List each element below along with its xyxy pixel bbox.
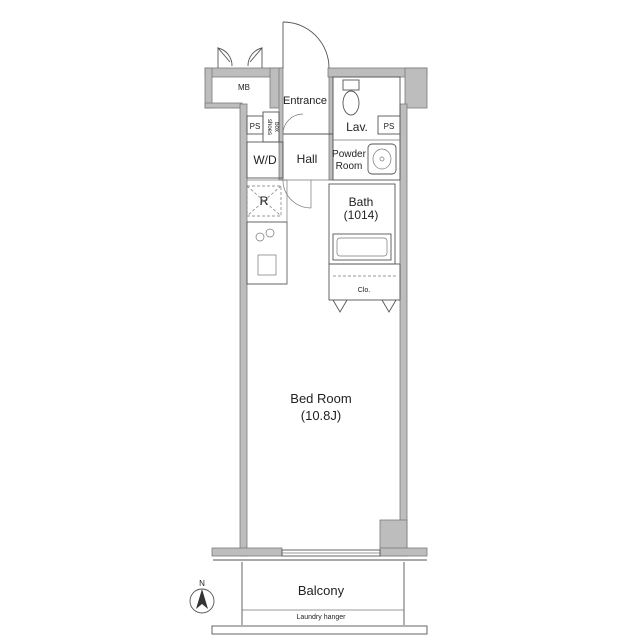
- window-and-balcony: [211, 549, 428, 635]
- north-arrow-icon: N: [189, 579, 215, 614]
- label-bedroom: Bed Room: [290, 391, 351, 406]
- label-wd: W/D: [253, 153, 277, 167]
- label-closet: Clo.: [358, 287, 371, 294]
- label-laundry-hanger: Laundry hanger: [296, 614, 346, 621]
- label-ps-left: PS: [250, 122, 261, 131]
- label-bedroom-size: (10.8J): [301, 408, 341, 423]
- label-hall: Hall: [297, 152, 318, 166]
- label-powder-room-2: Room: [336, 161, 363, 172]
- label-balcony: Balcony: [298, 583, 345, 598]
- doors: [217, 21, 330, 69]
- label-mb: MB: [238, 83, 250, 92]
- partitions: [246, 76, 401, 313]
- label-shoes-box-2: box: [273, 122, 279, 132]
- room-labels: MB Entrance Lav. PS PS shoes box W/D Hal…: [238, 83, 394, 621]
- label-bath: Bath: [349, 195, 374, 209]
- label-shoes-box-1: shoes: [266, 119, 272, 135]
- compass-label: N: [199, 579, 205, 588]
- walls: [204, 67, 428, 557]
- label-entrance: Entrance: [283, 95, 327, 107]
- label-ps-right: PS: [384, 122, 395, 131]
- label-lav: Lav.: [346, 120, 368, 134]
- label-bath-size: (1014): [344, 208, 379, 222]
- label-refrigerator: R: [260, 194, 269, 208]
- label-powder-room-1: Powder: [332, 149, 367, 160]
- fixtures: [255, 79, 397, 276]
